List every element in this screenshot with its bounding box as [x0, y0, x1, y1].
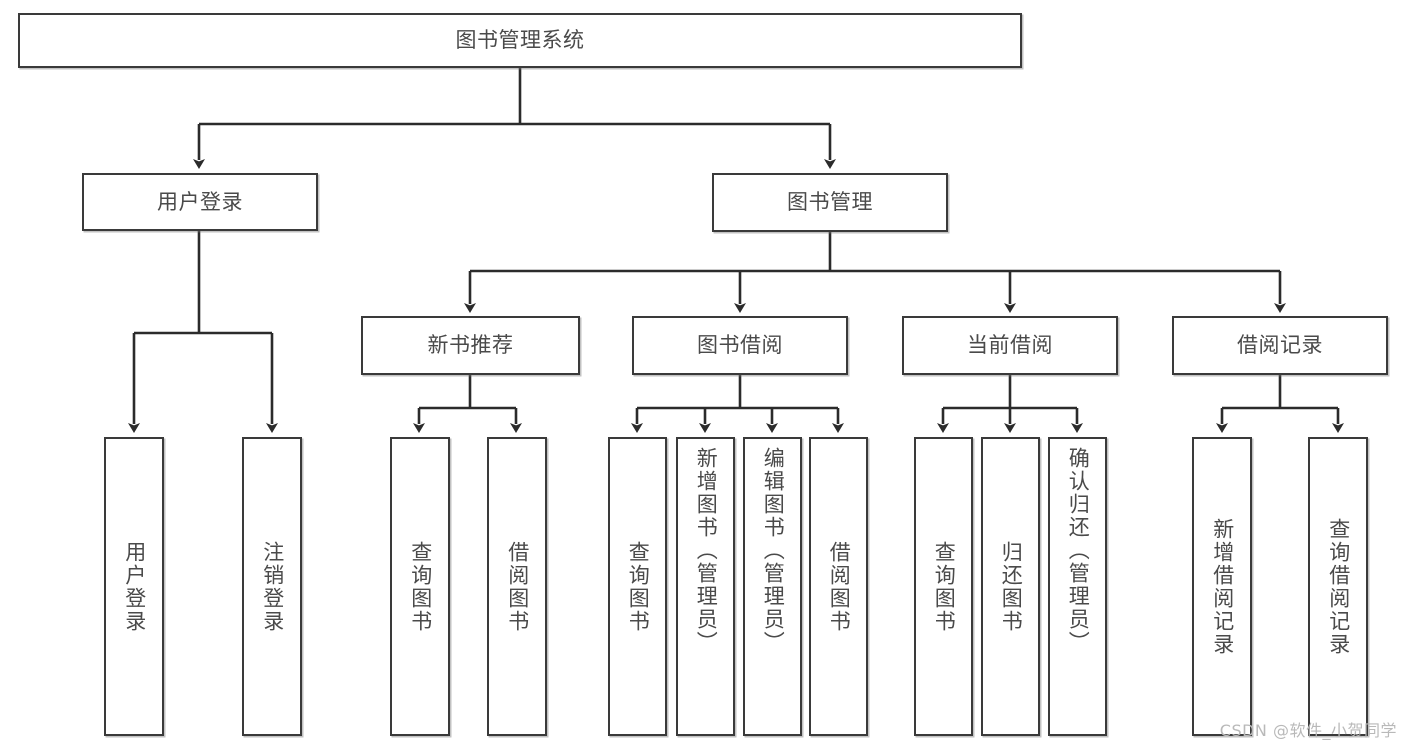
- leaf-query-book-2-label: 查询图书: [626, 540, 651, 633]
- node-book-manage[interactable]: 图书管理: [712, 173, 948, 232]
- leaf-query-book-1-label: 查询图书: [408, 540, 433, 633]
- node-book-borrow-label: 图书借阅: [697, 333, 783, 358]
- leaf-edit-book[interactable]: 编辑图书（管理员）: [743, 437, 802, 736]
- leaf-query-book-3[interactable]: 查询图书: [914, 437, 973, 736]
- leaf-confirm-return-label: 确认归还（管理员）: [1066, 447, 1091, 654]
- leaf-add-book[interactable]: 新增图书（管理员）: [676, 437, 735, 736]
- leaf-query-book-1[interactable]: 查询图书: [390, 437, 450, 736]
- node-borrow-record[interactable]: 借阅记录: [1172, 316, 1388, 375]
- leaf-edit-book-label: 编辑图书（管理员）: [761, 447, 786, 654]
- leaf-query-book-2[interactable]: 查询图书: [608, 437, 667, 736]
- node-user-login[interactable]: 用户登录: [82, 173, 318, 231]
- leaf-add-record[interactable]: 新增借阅记录: [1192, 437, 1252, 736]
- node-root[interactable]: 图书管理系统: [18, 13, 1022, 68]
- node-root-label: 图书管理系统: [455, 28, 585, 53]
- node-new-book-recommend-label: 新书推荐: [427, 333, 514, 358]
- node-borrow-record-label: 借阅记录: [1237, 333, 1323, 358]
- leaf-borrow-book-2[interactable]: 借阅图书: [809, 437, 868, 736]
- node-book-manage-label: 图书管理: [787, 190, 873, 215]
- leaf-user-login-label: 用户登录: [122, 540, 147, 633]
- watermark: CSDN @软件_小贺同学: [1219, 721, 1397, 740]
- leaf-user-login[interactable]: 用户登录: [104, 437, 164, 736]
- leaf-user-logout-label: 注销登录: [260, 540, 285, 633]
- leaf-return-book[interactable]: 归还图书: [981, 437, 1040, 736]
- node-book-borrow[interactable]: 图书借阅: [632, 316, 848, 375]
- node-current-borrow[interactable]: 当前借阅: [902, 316, 1118, 375]
- leaf-return-book-label: 归还图书: [999, 540, 1024, 633]
- leaf-query-book-3-label: 查询图书: [932, 540, 957, 633]
- leaf-query-record-label: 查询借阅记录: [1326, 517, 1351, 656]
- node-user-login-label: 用户登录: [157, 189, 243, 214]
- leaf-add-book-label: 新增图书（管理员）: [694, 447, 719, 654]
- leaf-user-logout[interactable]: 注销登录: [242, 437, 302, 736]
- leaf-query-record[interactable]: 查询借阅记录: [1308, 437, 1368, 736]
- node-current-borrow-label: 当前借阅: [967, 333, 1053, 358]
- leaf-add-record-label: 新增借阅记录: [1210, 517, 1235, 656]
- leaf-borrow-book-1-label: 借阅图书: [505, 540, 530, 633]
- leaf-borrow-book-1[interactable]: 借阅图书: [487, 437, 547, 736]
- node-new-book-recommend[interactable]: 新书推荐: [361, 316, 580, 375]
- leaf-confirm-return[interactable]: 确认归还（管理员）: [1048, 437, 1107, 736]
- leaf-borrow-book-2-label: 借阅图书: [827, 540, 852, 633]
